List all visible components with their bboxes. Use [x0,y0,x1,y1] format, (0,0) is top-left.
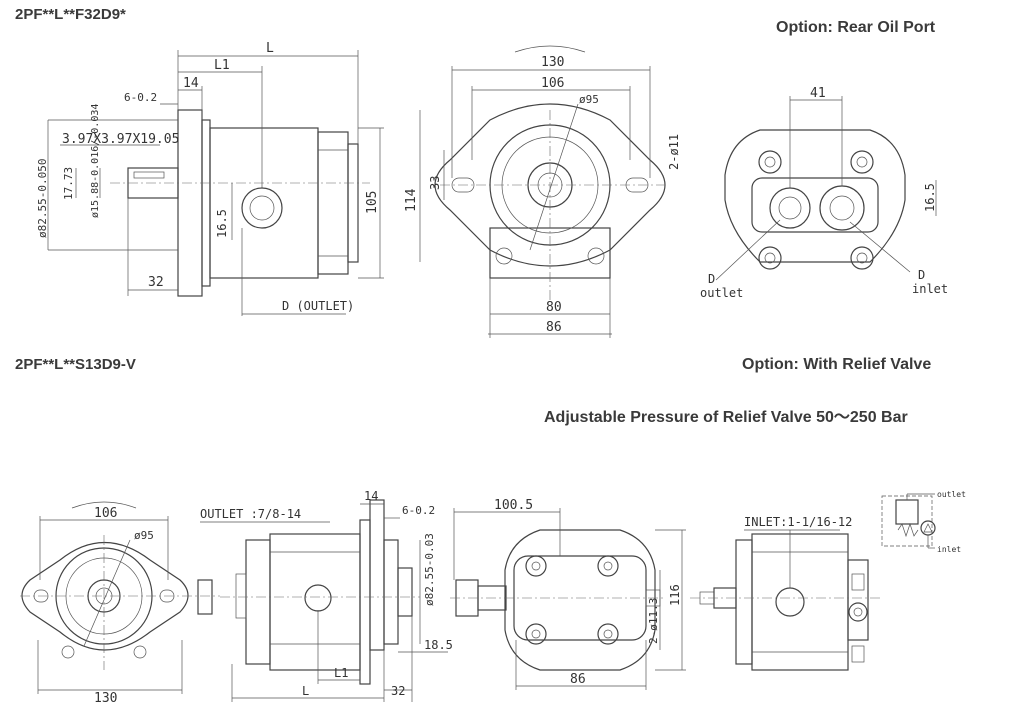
dim-16-5: 16.5 [215,209,229,238]
dim-33: 33 [428,176,442,190]
dim-95: ø95 [134,529,154,542]
top-rear-view: 41 16.5 D outlet D inlet [700,86,948,300]
dim-L1: L1 [214,58,230,73]
dim-80: 80 [546,300,562,315]
dim-2-11-3: 2-ø11.3 [647,598,660,644]
dim-95: ø95 [579,93,599,106]
outlet-label: D (OUTLET) [282,299,354,313]
inlet-label: INLET:1-1/16-12 [744,515,852,529]
dim-106: 106 [94,506,117,521]
outlet-label: outlet [700,286,743,300]
dim-16-5: 16.5 [923,183,937,212]
dim-130: 130 [541,55,564,70]
dim-114: 114 [404,188,419,212]
dim-L: L [302,684,309,698]
bottom-rear-view: 100.5 116 2-ø11.3 86 [450,498,686,690]
dim-130: 130 [94,691,117,706]
option-title-bottom: Option: With Relief Valve [742,356,932,373]
dim-32: 32 [391,684,405,698]
top-front-view: 130 106 ø95 2-ø11 114 33 80 86 [404,45,681,338]
inlet-label: inlet [912,282,948,296]
dim-18-5: 18.5 [424,638,453,652]
dim-86: 86 [546,320,562,335]
bottom-inlet-view: INLET:1-1/16-12 [690,515,880,671]
shaft-key: 3.97X3.97X19.05 [62,132,179,147]
dim-100-5: 100.5 [494,498,533,513]
model-title-top: 2PF**L**F32D9* [15,6,126,23]
dim-15-88: ø15.88-0.016/-0.034 [90,104,101,218]
dim-41: 41 [810,86,826,101]
pressure-note: Adjustable Pressure of Relief Valve 50～2… [544,409,908,426]
model-title-bottom: 2PF**L**S13D9-V [15,356,136,373]
dim-32: 32 [148,275,164,290]
inlet-D: D [918,268,925,282]
bottom-side-view: OUTLET :7/8-14 14 6-0.2 ø82.55-0.03 18.5… [200,489,453,702]
dim-14: 14 [364,489,378,503]
dim-82-55: ø82.55-0.050 [36,159,49,238]
dim-82-55: ø82.55-0.03 [423,533,436,606]
outlet-label: OUTLET :7/8-14 [200,507,301,521]
relief-valve-symbol: outlet inlet [881,490,966,554]
dim-116: 116 [668,584,682,606]
dim-L: L [266,41,274,56]
dim-6: 6-0.2 [124,91,157,104]
top-side-view: L L1 14 6-0.2 3.97X3.97X19.05 ø82.55-0.0… [36,41,384,316]
bottom-front-view: 106 ø95 130 [20,501,220,706]
outlet-D: D [708,272,715,286]
dim-105: 105 [365,191,380,214]
option-title-top: Option: Rear Oil Port [776,19,936,36]
dim-14: 14 [183,76,199,91]
dim-106: 106 [541,76,564,91]
dim-2-11: 2-ø11 [667,134,681,170]
dim-17-73: 17.73 [62,167,75,200]
dim-6: 6-0.2 [402,504,435,517]
valve-outlet-label: outlet [937,490,966,499]
dim-L1: L1 [334,666,348,680]
valve-inlet-label: inlet [937,545,961,554]
dim-86: 86 [570,672,586,687]
